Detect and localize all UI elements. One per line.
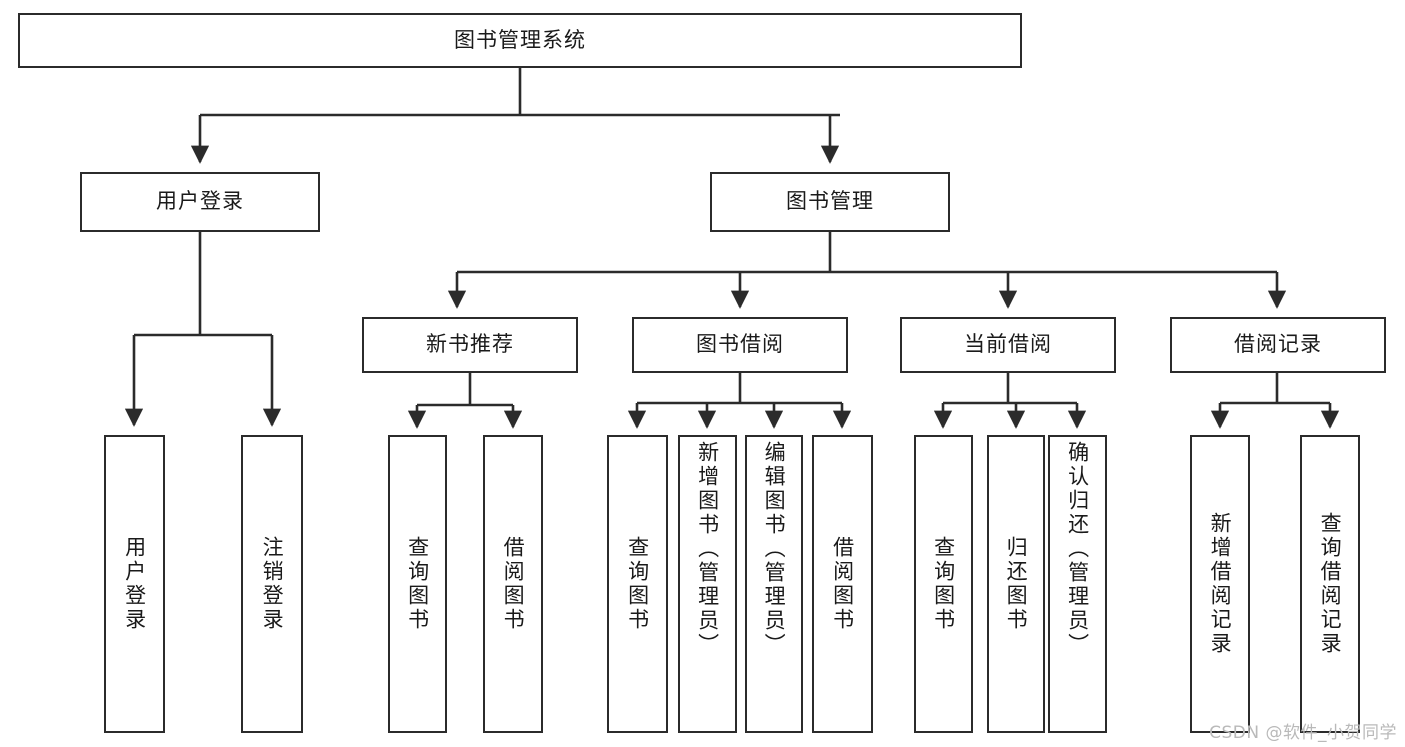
node-leaf-logout[interactable]: 注销登录 (241, 435, 303, 733)
node-label: 新增图书（管理员） (695, 441, 720, 657)
node-leaf-query-book-borrow[interactable]: 查询图书 (607, 435, 668, 733)
node-leaf-borrow-book-recommend[interactable]: 借阅图书 (483, 435, 543, 733)
node-book-borrow[interactable]: 图书借阅 (632, 317, 848, 373)
node-label: 编辑图书（管理员） (762, 441, 787, 657)
node-label: 归还图书 (1004, 536, 1029, 632)
node-leaf-user-login[interactable]: 用户登录 (104, 435, 165, 733)
node-label: 借阅记录 (1234, 332, 1322, 357)
node-label: 当前借阅 (964, 332, 1052, 357)
node-current-borrow[interactable]: 当前借阅 (900, 317, 1116, 373)
node-label: 确认归还（管理员） (1065, 441, 1090, 657)
node-leaf-return-book[interactable]: 归还图书 (987, 435, 1045, 733)
node-borrow-record[interactable]: 借阅记录 (1170, 317, 1386, 373)
node-label: 图书管理 (786, 189, 874, 214)
node-label: 借阅图书 (830, 536, 855, 632)
node-label: 用户登录 (122, 536, 147, 632)
node-leaf-add-book-admin[interactable]: 新增图书（管理员） (678, 435, 737, 733)
node-leaf-query-borrow-record[interactable]: 查询借阅记录 (1300, 435, 1360, 733)
node-leaf-query-book-current[interactable]: 查询图书 (914, 435, 973, 733)
node-label: 借阅图书 (501, 536, 526, 632)
node-label: 注销登录 (260, 536, 285, 632)
node-label: 查询图书 (625, 536, 650, 632)
node-label: 图书管理系统 (454, 27, 586, 52)
node-label: 用户登录 (156, 189, 244, 214)
node-label: 查询图书 (931, 536, 956, 632)
node-label: 查询图书 (405, 536, 430, 632)
watermark-text: CSDN @软件_小贺同学 (1209, 723, 1397, 743)
node-new-book-recommend[interactable]: 新书推荐 (362, 317, 578, 373)
node-label: 查询借阅记录 (1318, 512, 1343, 656)
node-leaf-add-borrow-record[interactable]: 新增借阅记录 (1190, 435, 1250, 733)
node-book-management[interactable]: 图书管理 (710, 172, 950, 232)
node-user-login[interactable]: 用户登录 (80, 172, 320, 232)
node-label: 新增借阅记录 (1208, 512, 1233, 656)
node-leaf-query-book-recommend[interactable]: 查询图书 (388, 435, 447, 733)
node-leaf-edit-book-admin[interactable]: 编辑图书（管理员） (745, 435, 803, 733)
node-leaf-confirm-return-admin[interactable]: 确认归还（管理员） (1048, 435, 1107, 733)
node-label: 新书推荐 (426, 332, 514, 357)
node-leaf-borrow-book[interactable]: 借阅图书 (812, 435, 873, 733)
node-root-system[interactable]: 图书管理系统 (18, 13, 1022, 68)
node-label: 图书借阅 (696, 332, 784, 357)
